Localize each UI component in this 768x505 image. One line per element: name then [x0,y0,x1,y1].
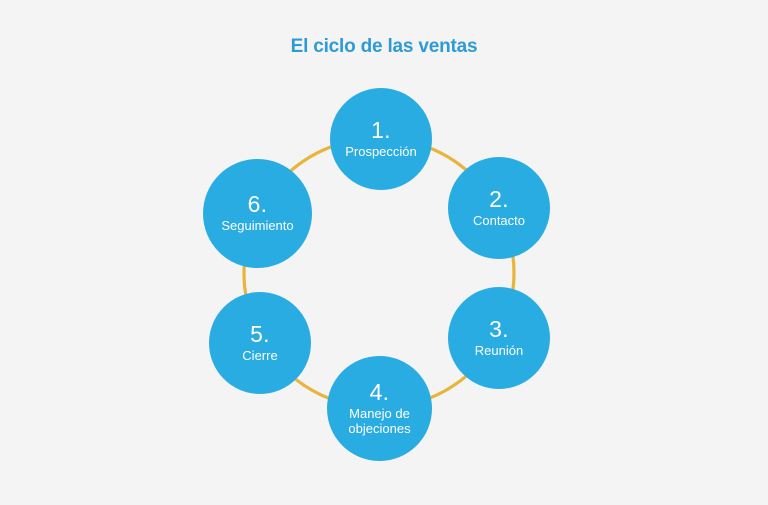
cycle-step-6-number: 6. [247,191,268,218]
cycle-step-5-label: Cierre [242,347,278,363]
cycle-step-2[interactable]: 2. Contacto [448,157,550,259]
cycle-step-4[interactable]: 4. Manejo de objeciones [327,356,432,461]
cycle-step-1-label: Prospección [345,143,417,159]
cycle-step-6[interactable]: 6. Seguimiento [203,159,312,268]
cycle-step-1-number: 1. [371,116,391,143]
cycle-step-5[interactable]: 5. Cierre [209,292,311,394]
cycle-step-6-label: Seguimiento [221,218,294,234]
cycle-step-1[interactable]: 1. Prospección [330,88,432,190]
cycle-step-4-number: 4. [369,378,390,405]
cycle-step-5-number: 5. [250,320,270,347]
cycle-step-3-number: 3. [489,315,509,342]
cycle-step-3[interactable]: 3. Reunión [448,287,550,389]
cycle-step-2-number: 2. [489,185,509,212]
cycle-step-4-label: Manejo de objeciones [348,405,411,436]
cycle-step-2-label: Contacto [472,212,526,228]
cycle-step-3-label: Reunión [474,342,524,358]
page-title: El ciclo de las ventas [290,36,478,57]
